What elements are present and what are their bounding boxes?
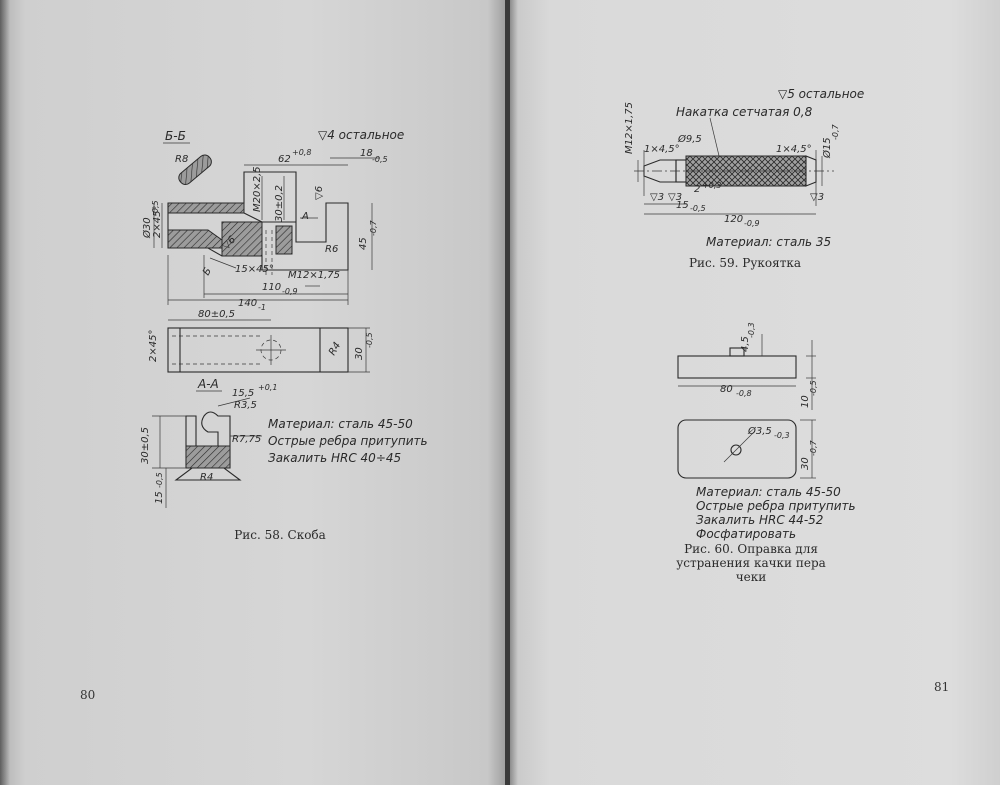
fig59-dim-2-tol: +0,3 — [702, 181, 721, 190]
dim-2x45b: 2×45° — [148, 330, 159, 362]
dim-18: 18 — [360, 148, 373, 159]
dim-15x45: 15×45° — [235, 264, 274, 275]
dim-18-tol: -0,5 — [372, 155, 388, 164]
figures-59-60-drawing: ▽5 остальное Накатка сетчатая 0,8 M12×1,… — [624, 87, 864, 541]
fig59-roughness-3: ▽3 — [810, 192, 824, 203]
dim-110: 110 — [262, 282, 281, 293]
fig60-dim-d3-5-tol: -0,3 — [774, 431, 790, 440]
dim-r4: R4 — [327, 340, 343, 357]
book-gutter — [505, 0, 513, 785]
fig59-dim-15-tol: -0,5 — [690, 204, 706, 213]
fig60-dim-4-5: 4,5 — [740, 336, 751, 352]
figure-58-plan-view — [167, 319, 370, 373]
fig59-roughness-2: ▽3 — [668, 192, 682, 203]
dim-30b: 30 — [354, 347, 365, 360]
dim-45-tol: -0,7 — [369, 219, 378, 236]
dim-30b-tol: -0,5 — [365, 332, 374, 348]
dim-15: 15 — [154, 491, 165, 504]
page-number-right: 81 — [934, 680, 950, 694]
fig59-dim-chamfer-1: 1×4,5° — [644, 144, 680, 155]
fig59-dim-chamfer-2: 1×4,5° — [776, 144, 812, 155]
section-mark-b: Б — [201, 266, 214, 278]
fig59-dim-d15: Ø15 — [821, 137, 833, 159]
fig59-dim-15: 15 — [676, 200, 689, 211]
dim-15-5-tol: +0,1 — [258, 383, 277, 392]
fig59-roughness-1: ▽3 — [650, 192, 664, 203]
fig60-note-1: Материал: сталь 45-50 — [696, 485, 841, 499]
dim-r8: R8 — [175, 154, 188, 165]
fig60-dim-80: 80 — [720, 384, 733, 395]
dim-r4b: R4 — [200, 472, 213, 483]
section-bb-shape — [178, 154, 212, 185]
dim-45: 45 — [358, 237, 369, 250]
dim-r7-75: R7,75 — [232, 434, 261, 445]
fig58-note-1: Материал: сталь 45-50 — [268, 417, 413, 431]
view-label-a: А — [301, 211, 309, 222]
dim-15-5: 15,5 — [232, 388, 254, 399]
dim-140-tol: -1 — [258, 303, 266, 312]
fig59-dim-2: 2 — [694, 184, 700, 195]
dim-30s: 30±0,5 — [140, 427, 151, 464]
dim-r3-5: R3,5 — [234, 400, 257, 411]
dim-d30-left-tol: -0,5 — [151, 200, 160, 216]
dim-62: 62 — [278, 154, 291, 165]
fig60-dim-10-tol: -0,5 — [809, 380, 818, 396]
fig59-material: Материал: сталь 35 — [706, 235, 831, 249]
fig60-dim-10: 10 — [800, 395, 811, 408]
fig58-note-2: Острые ребра притупить — [268, 434, 428, 448]
section-label-aa: А-А — [197, 377, 219, 391]
fig59-dim-120-tol: -0,9 — [744, 219, 760, 228]
figure-60-caption: Рис. 60. Оправка для устранения качки пе… — [666, 542, 836, 584]
figure-60-caption-line-2: устранения качки пера — [676, 556, 826, 570]
fig59-dim-120: 120 — [724, 214, 743, 225]
fig60-note-2: Острые ребра притупить — [696, 499, 856, 513]
dim-2x45: 2×45° — [152, 206, 163, 238]
dim-30-02: 30±0,2 — [274, 185, 285, 222]
fig59-dim-m12: M12×1,75 — [624, 102, 635, 154]
surface-mark: ▽4 остальное — [318, 128, 404, 142]
fig60-dim-4-5-tol: -0,3 — [747, 322, 756, 338]
figure-59-caption: Рис. 59. Рукоятка — [688, 256, 802, 270]
fig60-dim-30-tol: -0,7 — [809, 439, 818, 456]
figure-60-caption-line-3: чеки — [735, 570, 767, 584]
figure-58-caption: Рис. 58. Скоба — [234, 528, 326, 542]
fig59-knurl-note: Накатка сетчатая 0,8 — [676, 105, 813, 119]
dim-r6: R6 — [325, 244, 338, 255]
fig59-dim-d9-5: Ø9,5 — [677, 133, 702, 145]
fig59-dim-d15-tol: -0,7 — [831, 123, 840, 140]
fig60-note-4: Фосфатировать — [696, 527, 796, 541]
page-number-left: 80 — [80, 688, 96, 702]
section-label-bb: Б-Б — [165, 129, 186, 143]
fig60-dim-d3-5: Ø3,5 — [747, 425, 772, 437]
dim-m20: M20×2,5 — [252, 166, 263, 212]
figure-58-side-view — [153, 157, 380, 305]
dim-80: 80±0,5 — [198, 309, 235, 320]
dim-110-tol: -0,9 — [282, 287, 298, 296]
fig58-note-3: Закалить HRC 40÷45 — [268, 451, 401, 465]
dim-v6: ▽6 — [314, 186, 325, 200]
dim-62-tol: +0,8 — [292, 148, 311, 157]
dim-15-tol: -0,5 — [155, 472, 164, 488]
dim-140: 140 — [238, 298, 257, 309]
dim-m12: M12×1,75 — [288, 270, 340, 281]
fig60-dim-80-tol: -0,8 — [736, 389, 752, 398]
fig60-dim-30: 30 — [800, 457, 811, 470]
figure-58-drawing: ▽4 остальное Б-Б R8 — [140, 128, 428, 508]
right-page: ▽5 остальное Накатка сетчатая 0,8 M12×1,… — [510, 0, 1000, 785]
fig60-note-3: Закалить HRC 44-52 — [696, 513, 823, 527]
figure-60-caption-line-1: Рис. 60. Оправка для — [684, 542, 818, 556]
left-page: ▽4 остальное Б-Б R8 — [0, 0, 508, 785]
handle-shape — [634, 150, 834, 215]
section-aa-shape — [152, 397, 262, 508]
dim-d30-left: Ø30 — [141, 217, 153, 239]
fig59-surface-mark: ▽5 остальное — [778, 87, 864, 101]
mandrel-shape — [677, 334, 816, 479]
